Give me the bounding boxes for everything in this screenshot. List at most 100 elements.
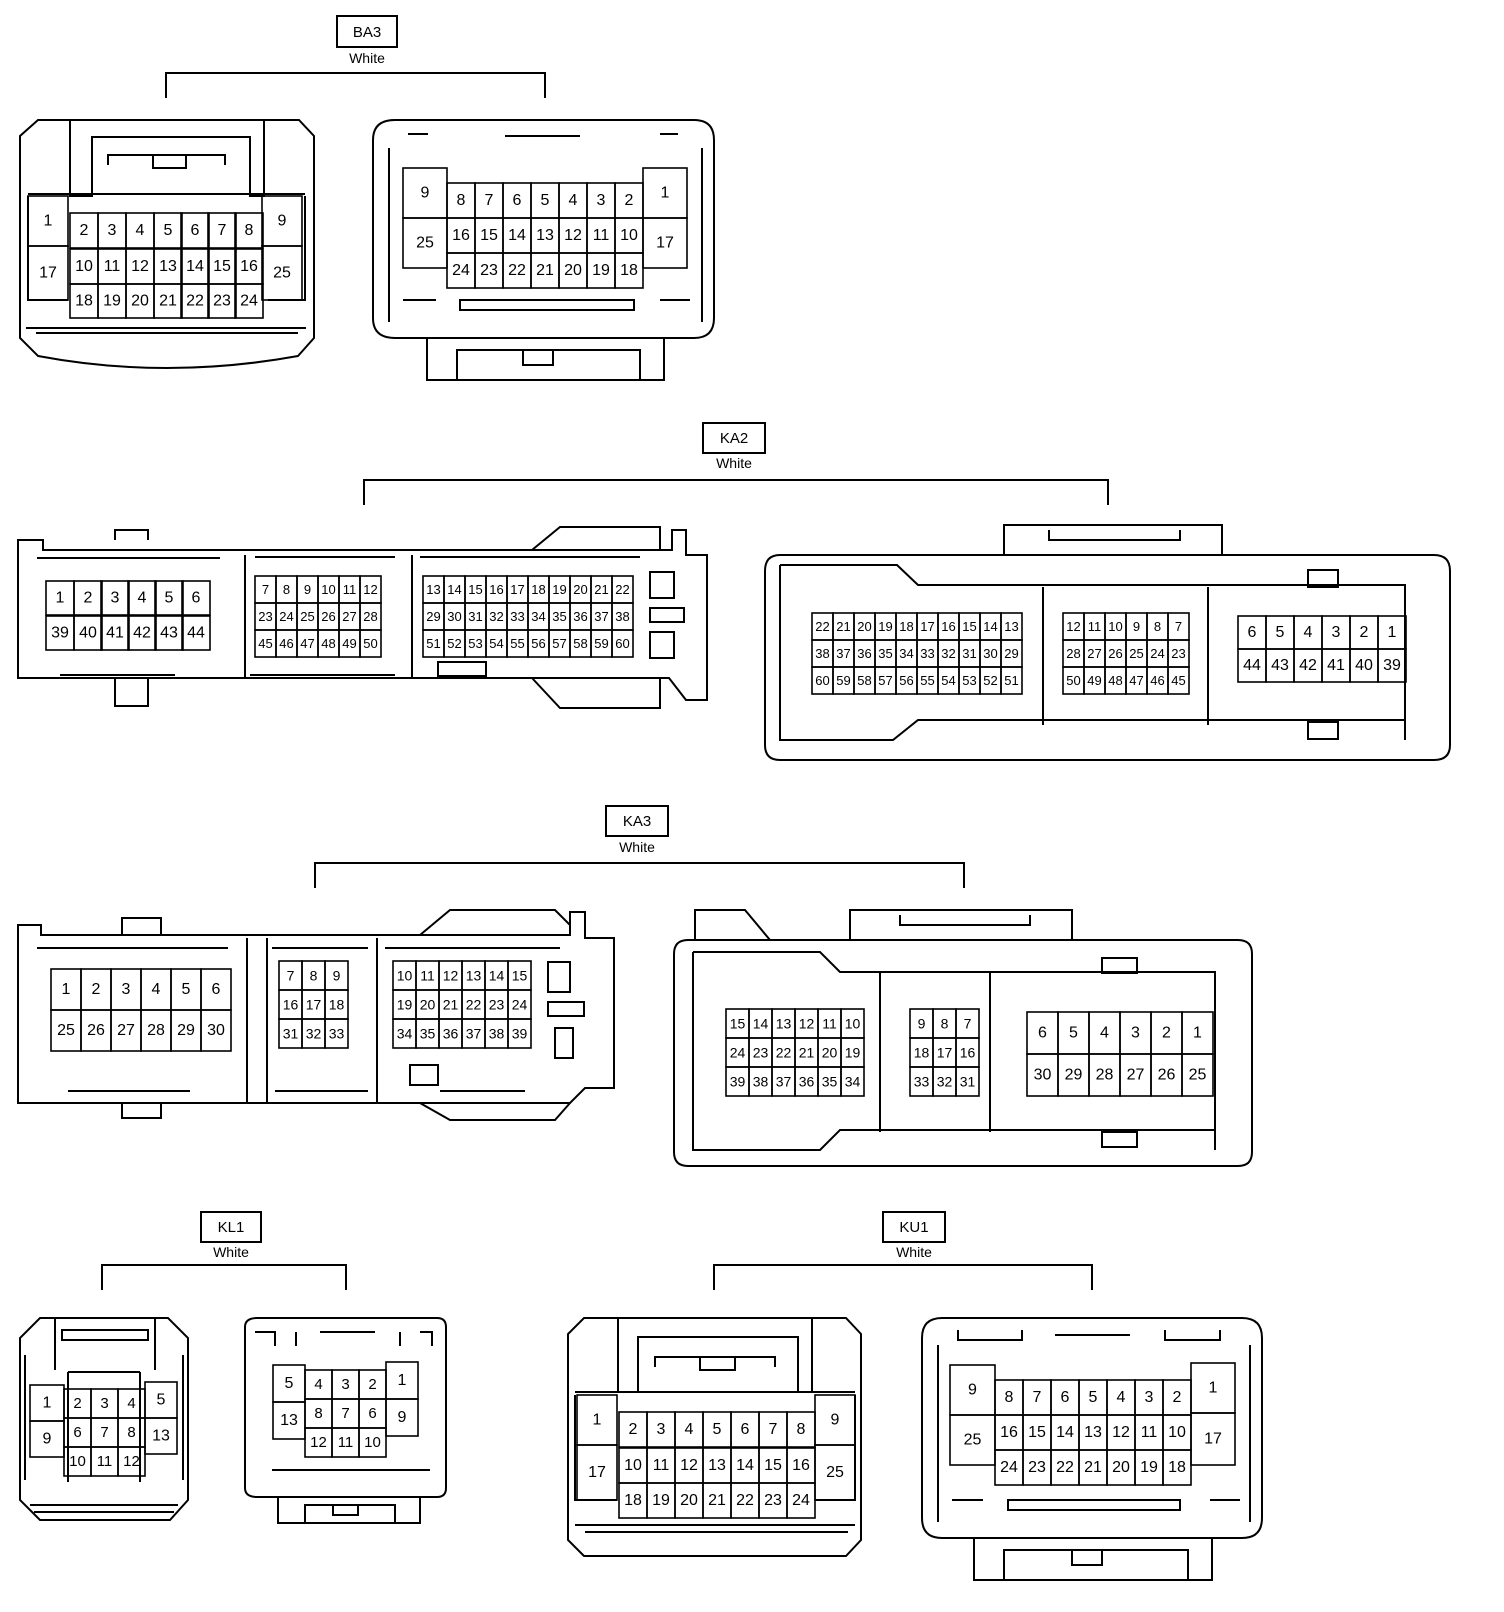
pin-number: 35	[878, 646, 892, 661]
pin-number: 4	[136, 222, 145, 239]
pin-cell	[234, 283, 264, 319]
pin-number: 1	[62, 981, 71, 998]
pin-number: 38	[489, 1026, 505, 1042]
pin-number: 48	[321, 636, 335, 651]
pin-number: 17	[39, 265, 57, 282]
pin-number: 18	[620, 262, 638, 279]
pin-number: 14	[753, 1016, 769, 1032]
pin-number: 28	[147, 1022, 165, 1039]
pin-number: 22	[466, 997, 482, 1013]
inner-frame	[692, 951, 1216, 1151]
pin-number: 51	[426, 636, 440, 651]
pin-cell	[1377, 648, 1407, 683]
pin-number: 56	[899, 673, 913, 688]
pin-number: 10	[397, 968, 413, 984]
pin-number: 19	[397, 997, 413, 1013]
pin-number: 16	[240, 258, 258, 275]
pin-number: 9	[831, 1412, 840, 1429]
pin-number: 10	[624, 1457, 642, 1474]
pin-number: 10	[1168, 1424, 1186, 1441]
pin-number: 60	[815, 673, 829, 688]
housing-outline	[372, 119, 715, 339]
bay-divider	[244, 555, 413, 678]
pin-number: 30	[983, 646, 997, 661]
pin-number: 3	[597, 192, 606, 209]
pin-number: 10	[845, 1016, 861, 1032]
pin-number: 43	[160, 625, 178, 642]
housing-rail	[575, 1524, 855, 1533]
pin-cell	[358, 1427, 387, 1458]
pin-number: 2	[84, 590, 93, 607]
keying-rib	[408, 133, 678, 137]
pin-number: 52	[983, 673, 997, 688]
pin-number: 10	[364, 1434, 381, 1451]
housing-outline	[764, 554, 1451, 761]
pin-number: 6	[368, 1405, 376, 1422]
pin-number: 1	[56, 590, 65, 607]
pin-number: 7	[964, 1016, 972, 1032]
pin-number: 9	[43, 1431, 52, 1448]
pin-number: 6	[1248, 624, 1257, 641]
pin-number: 15	[962, 619, 976, 634]
pin-cell	[200, 1009, 232, 1052]
connector-code: KU1	[899, 1219, 928, 1236]
pin-number: 40	[79, 625, 97, 642]
pin-number: 16	[489, 582, 503, 597]
keying-slot	[554, 1027, 574, 1059]
pin-number: 17	[510, 582, 524, 597]
pin-cell	[100, 580, 130, 616]
pin-number: 23	[480, 262, 498, 279]
pin-number: 4	[138, 590, 147, 607]
pin-number: 52	[447, 636, 461, 651]
pin-cell	[786, 1482, 816, 1519]
keying-slot	[1101, 1131, 1138, 1148]
pin-number: 6	[741, 1421, 750, 1438]
pin-number: 29	[426, 609, 440, 624]
pin-number: 33	[329, 1026, 345, 1042]
pin-number: 53	[468, 636, 482, 651]
pin-number: 8	[310, 968, 318, 984]
pin-number: 23	[1028, 1459, 1046, 1476]
pin-number: 31	[962, 646, 976, 661]
pin-number: 33	[914, 1074, 930, 1090]
pin-number: 21	[159, 293, 177, 310]
pin-number: 24	[452, 262, 470, 279]
pin-number: 18	[624, 1492, 642, 1509]
pin-number: 59	[594, 636, 608, 651]
pin-number: 1	[1388, 624, 1397, 641]
housing-rail	[26, 327, 306, 334]
pin-number: 58	[857, 673, 871, 688]
pin-number: 34	[845, 1074, 861, 1090]
pin-number: 1	[1209, 1380, 1218, 1397]
pin-number: 18	[914, 1045, 930, 1061]
pin-number: 20	[131, 293, 149, 310]
latch	[107, 154, 226, 169]
pin-number: 18	[899, 619, 913, 634]
pin-number: 2	[625, 192, 634, 209]
housing-outline	[567, 1317, 862, 1557]
connector-color: White	[619, 839, 655, 855]
pin-number: 27	[1127, 1067, 1145, 1084]
connector-code: KA3	[623, 813, 651, 830]
pin-cell	[611, 629, 634, 658]
pin-number: 24	[730, 1045, 746, 1061]
pin-number: 27	[1087, 646, 1101, 661]
pin-number: 15	[512, 968, 528, 984]
latch	[114, 529, 149, 707]
pin-number: 35	[822, 1074, 838, 1090]
pin-number: 54	[489, 636, 503, 651]
pin-number: 24	[240, 293, 258, 310]
pin-number: 13	[776, 1016, 792, 1032]
pin-number: 24	[512, 997, 528, 1013]
pin-number: 9	[278, 213, 287, 230]
pin-number: 19	[845, 1045, 861, 1061]
pin-number: 33	[510, 609, 524, 624]
